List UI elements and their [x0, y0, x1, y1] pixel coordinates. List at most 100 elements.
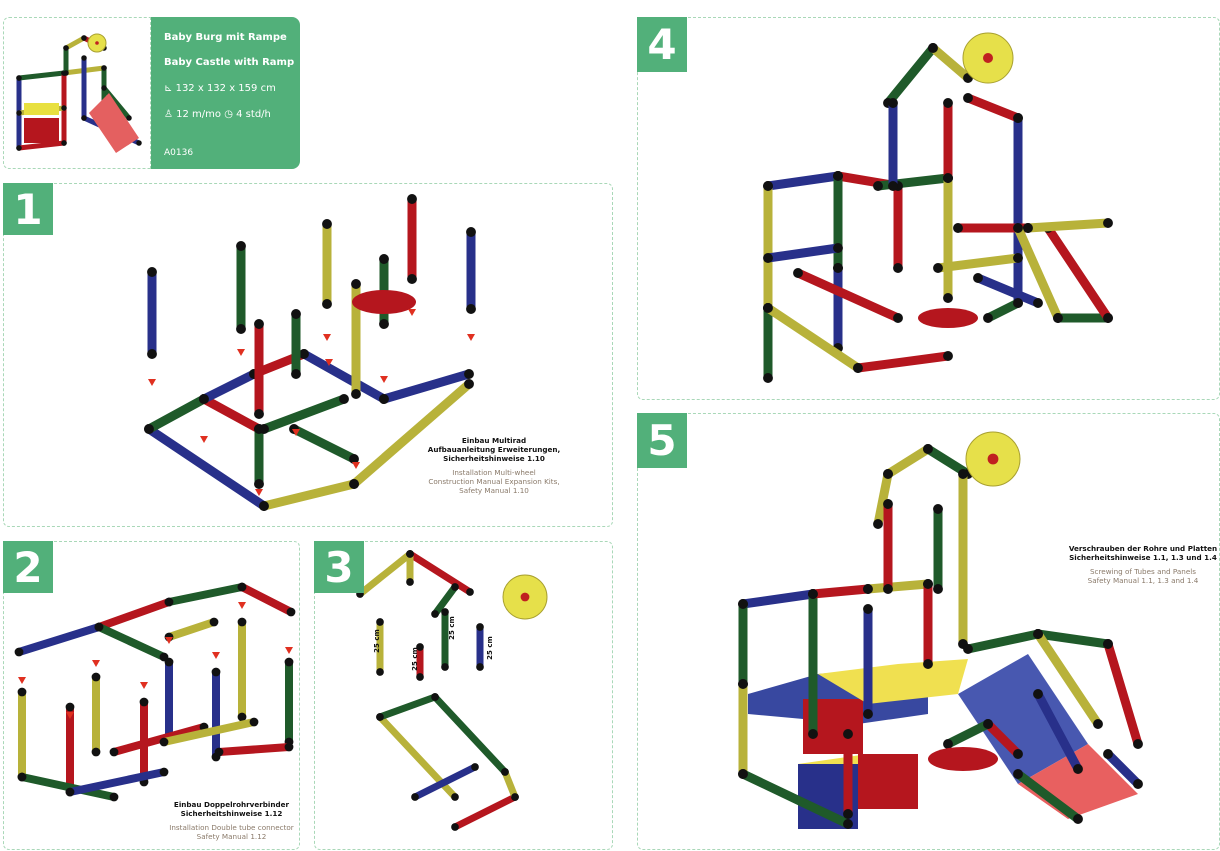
- wheel-hub: [95, 41, 99, 45]
- connector: [943, 293, 953, 303]
- tube: [349, 379, 474, 489]
- connector: [1073, 764, 1083, 774]
- product-name-en: Baby Castle with Ramp: [164, 57, 295, 68]
- connector: [81, 55, 87, 61]
- tube: [16, 140, 67, 151]
- tube: [160, 718, 258, 746]
- connector: [147, 267, 157, 277]
- down-arrow-icon: [325, 359, 333, 366]
- wheel-hub: [520, 592, 530, 602]
- connector: [94, 622, 104, 632]
- connector: [958, 469, 968, 479]
- tube: [1033, 629, 1103, 729]
- wheel-hub: [987, 453, 999, 465]
- connector: [81, 115, 87, 121]
- connector: [61, 140, 67, 146]
- connector: [322, 219, 332, 229]
- connector: [883, 469, 893, 479]
- tube: [431, 583, 459, 618]
- product-info: Baby Burg mit Rampe Baby Castle with Ram…: [151, 17, 300, 169]
- tube: [943, 719, 993, 749]
- connector: [416, 673, 424, 681]
- connector: [923, 579, 933, 589]
- tube: [15, 623, 103, 656]
- connector: [63, 70, 69, 76]
- connector: [376, 618, 384, 626]
- connector: [17, 687, 27, 697]
- connector: [16, 110, 22, 116]
- tube: [883, 43, 938, 108]
- connector: [254, 319, 264, 329]
- tube: [963, 93, 1023, 123]
- connector: [284, 657, 294, 667]
- connector: [376, 668, 384, 676]
- connector: [738, 599, 748, 609]
- connector: [501, 768, 509, 776]
- connector: [933, 584, 943, 594]
- tube: [95, 598, 173, 631]
- step-number: 1: [3, 183, 53, 235]
- tube: [110, 723, 208, 756]
- tube: [144, 394, 209, 434]
- connector: [763, 181, 773, 191]
- connector: [843, 809, 853, 819]
- connector: [441, 663, 449, 671]
- down-arrow-icon: [18, 677, 26, 684]
- connector: [164, 657, 174, 667]
- tube: [356, 550, 414, 598]
- connector: [873, 181, 883, 191]
- connector: [943, 351, 953, 361]
- connector: [65, 702, 75, 712]
- connector: [833, 243, 843, 253]
- connector: [17, 772, 27, 782]
- product-card: Baby Burg mit Rampe Baby Castle with Ram…: [3, 17, 300, 169]
- tube: [431, 693, 509, 776]
- connector: [61, 105, 67, 111]
- connector: [406, 578, 414, 586]
- length-label: 25 cm: [410, 647, 419, 671]
- connector: [476, 623, 484, 631]
- connector: [291, 309, 301, 319]
- connector: [214, 747, 224, 757]
- connector: [1133, 739, 1143, 749]
- dimensions: 132 x 132 x 159 cm: [175, 83, 276, 94]
- connector: [209, 617, 219, 627]
- floor-panel: [818, 659, 968, 704]
- connector: [793, 268, 803, 278]
- connector: [451, 823, 459, 831]
- tube: [299, 349, 389, 404]
- connector: [893, 313, 903, 323]
- tube: [1013, 769, 1083, 824]
- connector: [763, 373, 773, 383]
- step-number: 3: [314, 541, 364, 593]
- tube: [451, 793, 519, 831]
- tube: [763, 171, 843, 191]
- connector: [963, 93, 973, 103]
- tube: [763, 243, 843, 263]
- connector: [164, 597, 174, 607]
- step-number: 5: [637, 413, 687, 468]
- connector: [236, 241, 246, 251]
- tube: [501, 768, 519, 801]
- connector: [853, 363, 863, 373]
- connector: [476, 663, 484, 671]
- dimensions-icon: ⊾: [164, 83, 173, 94]
- connector: [109, 792, 119, 802]
- connector: [863, 604, 873, 614]
- connector: [1033, 298, 1043, 308]
- connector: [14, 647, 24, 657]
- multi-wheel-base: [928, 747, 998, 771]
- connector: [299, 349, 309, 359]
- down-arrow-icon: [467, 334, 475, 341]
- connector: [254, 409, 264, 419]
- connector: [407, 194, 417, 204]
- tube: [1103, 639, 1143, 749]
- connector: [1103, 313, 1113, 323]
- connector: [893, 263, 903, 273]
- connector: [126, 115, 132, 121]
- connector: [236, 324, 246, 334]
- down-arrow-icon: [292, 429, 300, 436]
- connector: [322, 299, 332, 309]
- connector: [933, 504, 943, 514]
- connector: [431, 610, 439, 618]
